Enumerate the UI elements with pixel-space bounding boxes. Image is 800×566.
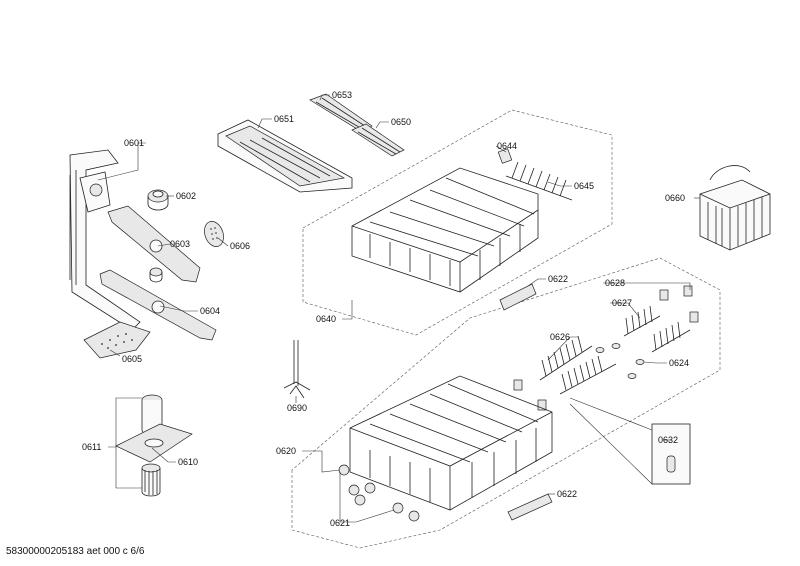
label-0650: 0650 xyxy=(391,117,411,127)
clip-upper-drawing xyxy=(499,283,537,311)
nut-drawing xyxy=(147,189,169,211)
label-0622-lower: 0622 xyxy=(557,489,577,499)
upper-rack-group-outline xyxy=(302,109,613,336)
label-0603: 0603 xyxy=(170,239,190,249)
fine-filter-drawing xyxy=(83,321,151,359)
label-0605: 0605 xyxy=(122,354,142,364)
label-0660: 0660 xyxy=(665,193,685,203)
cutlery-tray-drawing xyxy=(217,119,353,193)
leader-lines xyxy=(97,94,700,523)
label-0690: 0690 xyxy=(287,403,307,413)
rail-top-drawing xyxy=(309,93,373,133)
filter-disc-drawing xyxy=(204,221,224,247)
clip-lower-drawing xyxy=(507,493,553,521)
fold-down-tine-row-upper-drawing xyxy=(505,161,573,201)
tine-stand-drawing xyxy=(283,340,311,399)
filter-assembly-drawing xyxy=(115,394,193,497)
label-0624: 0624 xyxy=(669,358,689,368)
label-0640: 0640 xyxy=(316,314,336,324)
label-0645: 0645 xyxy=(574,181,594,191)
lower-rack-group-outline xyxy=(291,257,721,549)
label-0604: 0604 xyxy=(200,306,220,316)
label-0653: 0653 xyxy=(332,90,352,100)
fold-down-tine-row-left-drawing xyxy=(539,335,593,381)
label-0626: 0626 xyxy=(550,332,570,342)
label-0627: 0627 xyxy=(612,298,632,308)
upper-spray-arm-drawing xyxy=(107,205,201,283)
label-0644: 0644 xyxy=(497,141,517,151)
label-0628: 0628 xyxy=(605,278,625,288)
clip-detail-box-drawing xyxy=(569,397,691,485)
tine-holders-drawing xyxy=(513,285,699,411)
label-0602: 0602 xyxy=(176,191,196,201)
upper-basket-drawing xyxy=(351,167,539,293)
lower-basket-drawing xyxy=(349,375,553,511)
cutlery-basket-drawing xyxy=(699,165,771,251)
label-0601: 0601 xyxy=(124,138,144,148)
rack-wheels-drawing xyxy=(338,464,420,522)
part-number-labels: 0601 0602 0603 0604 0605 0606 0610 0611 … xyxy=(82,90,689,528)
document-reference: 58300000205183 aet 000 c 6/6 xyxy=(6,546,145,557)
label-0610: 0610 xyxy=(178,457,198,467)
rail-second-drawing xyxy=(351,123,405,157)
fold-down-tine-row-right-drawing xyxy=(623,305,691,353)
label-0606: 0606 xyxy=(230,241,250,251)
label-0632: 0632 xyxy=(658,435,678,445)
label-0621: 0621 xyxy=(330,518,350,528)
fold-down-tine-row-mid-drawing xyxy=(559,355,617,395)
label-0651: 0651 xyxy=(274,114,294,124)
label-0622-upper: 0622 xyxy=(548,274,568,284)
spray-arm-supply-tube-drawing xyxy=(69,149,141,331)
label-0620: 0620 xyxy=(276,446,296,456)
label-0611: 0611 xyxy=(82,442,101,452)
